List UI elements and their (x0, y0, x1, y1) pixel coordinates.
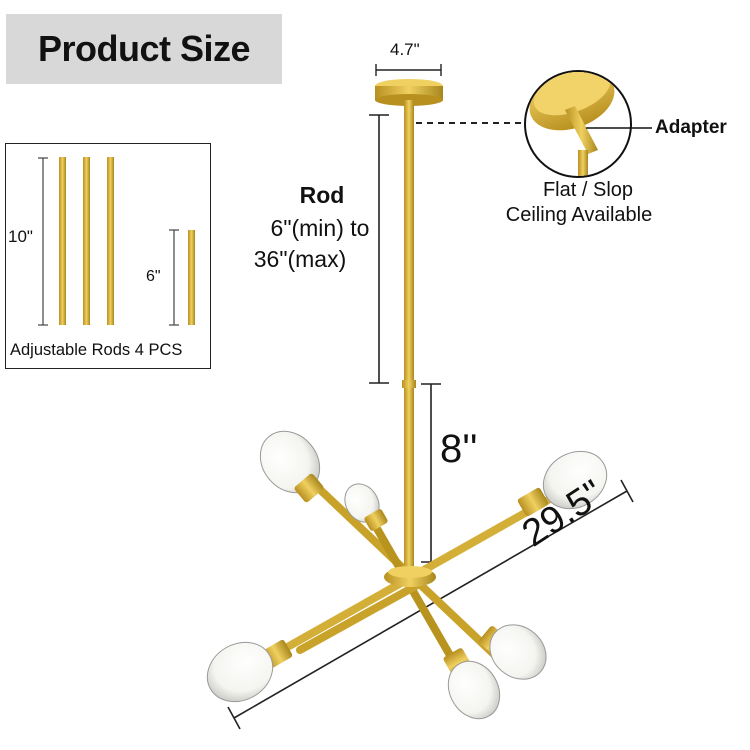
canopy-width-dimension (375, 64, 442, 76)
adapter-detail (524, 70, 652, 178)
short-rod-length-label: 6" (146, 268, 161, 285)
rods-caption: Adjustable Rods 4 PCS (10, 341, 183, 359)
adjustable-rods-panel (5, 143, 211, 369)
canopy-width-label: 4.7" (390, 40, 420, 59)
rod-range-line1: 6"(min) to (270, 215, 370, 241)
ceiling-canopy (375, 79, 443, 110)
ceiling-note-line2: Ceiling Available (505, 204, 653, 226)
rod-10in-1 (59, 157, 66, 325)
rods-panel-art (38, 157, 195, 326)
rod-title-label: Rod (299, 182, 345, 208)
product-size-title: Product Size (37, 28, 251, 69)
bulb-top-center (344, 483, 388, 531)
downrod (404, 108, 414, 568)
rod-length-dimension (369, 114, 389, 384)
ceiling-note-line1: Flat / Slop (542, 179, 634, 201)
rod-10in-3 (107, 157, 114, 325)
rod-range-line2: 36"(max) (253, 246, 347, 272)
bulb-bottom-center (443, 648, 501, 720)
chandelier-arms (264, 478, 552, 694)
long-rod-length-label: 10" (8, 227, 33, 246)
body-height-dimension (421, 383, 441, 563)
bulb-bottom-left (206, 639, 293, 703)
adapter-label: Adapter (655, 117, 727, 138)
overall-span-dimension (227, 479, 634, 730)
rod-10in-2 (83, 157, 90, 325)
body-height-label: 8'' (440, 427, 478, 471)
bulb-bottom-right (478, 624, 547, 680)
bulb-top-left (259, 430, 324, 503)
rod-6in (188, 230, 195, 325)
rod-joint (402, 380, 416, 388)
bulb-top-right (517, 450, 608, 517)
title-banner: Product Size (6, 14, 282, 84)
